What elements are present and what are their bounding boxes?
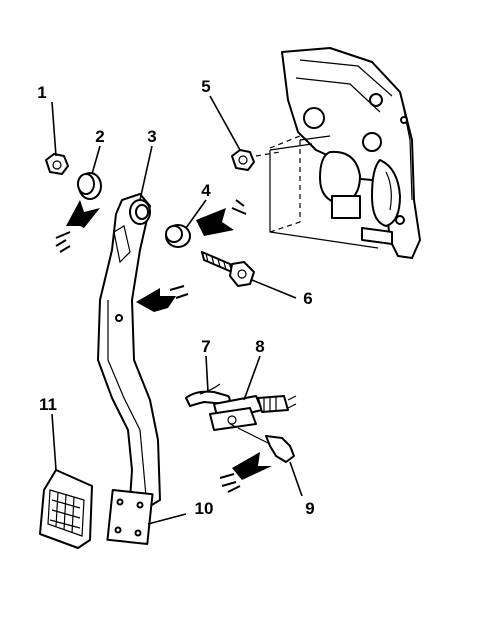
- bolt-icon: [201, 251, 255, 287]
- callout-9: 9: [305, 499, 314, 518]
- pin-icon: [229, 423, 295, 463]
- install-arrow-icon: [55, 199, 272, 493]
- leader-lines: [51, 95, 303, 525]
- callout-2: 2: [95, 127, 104, 146]
- callout-5: 5: [201, 77, 210, 96]
- callout-4: 4: [201, 181, 211, 200]
- phantom-outline: [269, 135, 379, 249]
- pedal-arm-icon: [97, 193, 161, 545]
- callout-1: 1: [37, 83, 46, 102]
- callout-6: 6: [303, 289, 312, 308]
- nut-icon: [45, 153, 69, 175]
- bushing-icon: [77, 172, 102, 200]
- nut-icon: [231, 149, 255, 171]
- bracket-assembly-icon: [281, 47, 421, 259]
- callout-10: 10: [195, 499, 214, 518]
- callout-8: 8: [255, 337, 264, 356]
- bushing-icon: [165, 224, 191, 248]
- callout-7: 7: [201, 337, 210, 356]
- pushrod-clevis-icon: [209, 395, 297, 431]
- callout-11: 11: [39, 395, 57, 414]
- pedal-pad-icon: [39, 469, 93, 549]
- callout-3: 3: [147, 127, 156, 146]
